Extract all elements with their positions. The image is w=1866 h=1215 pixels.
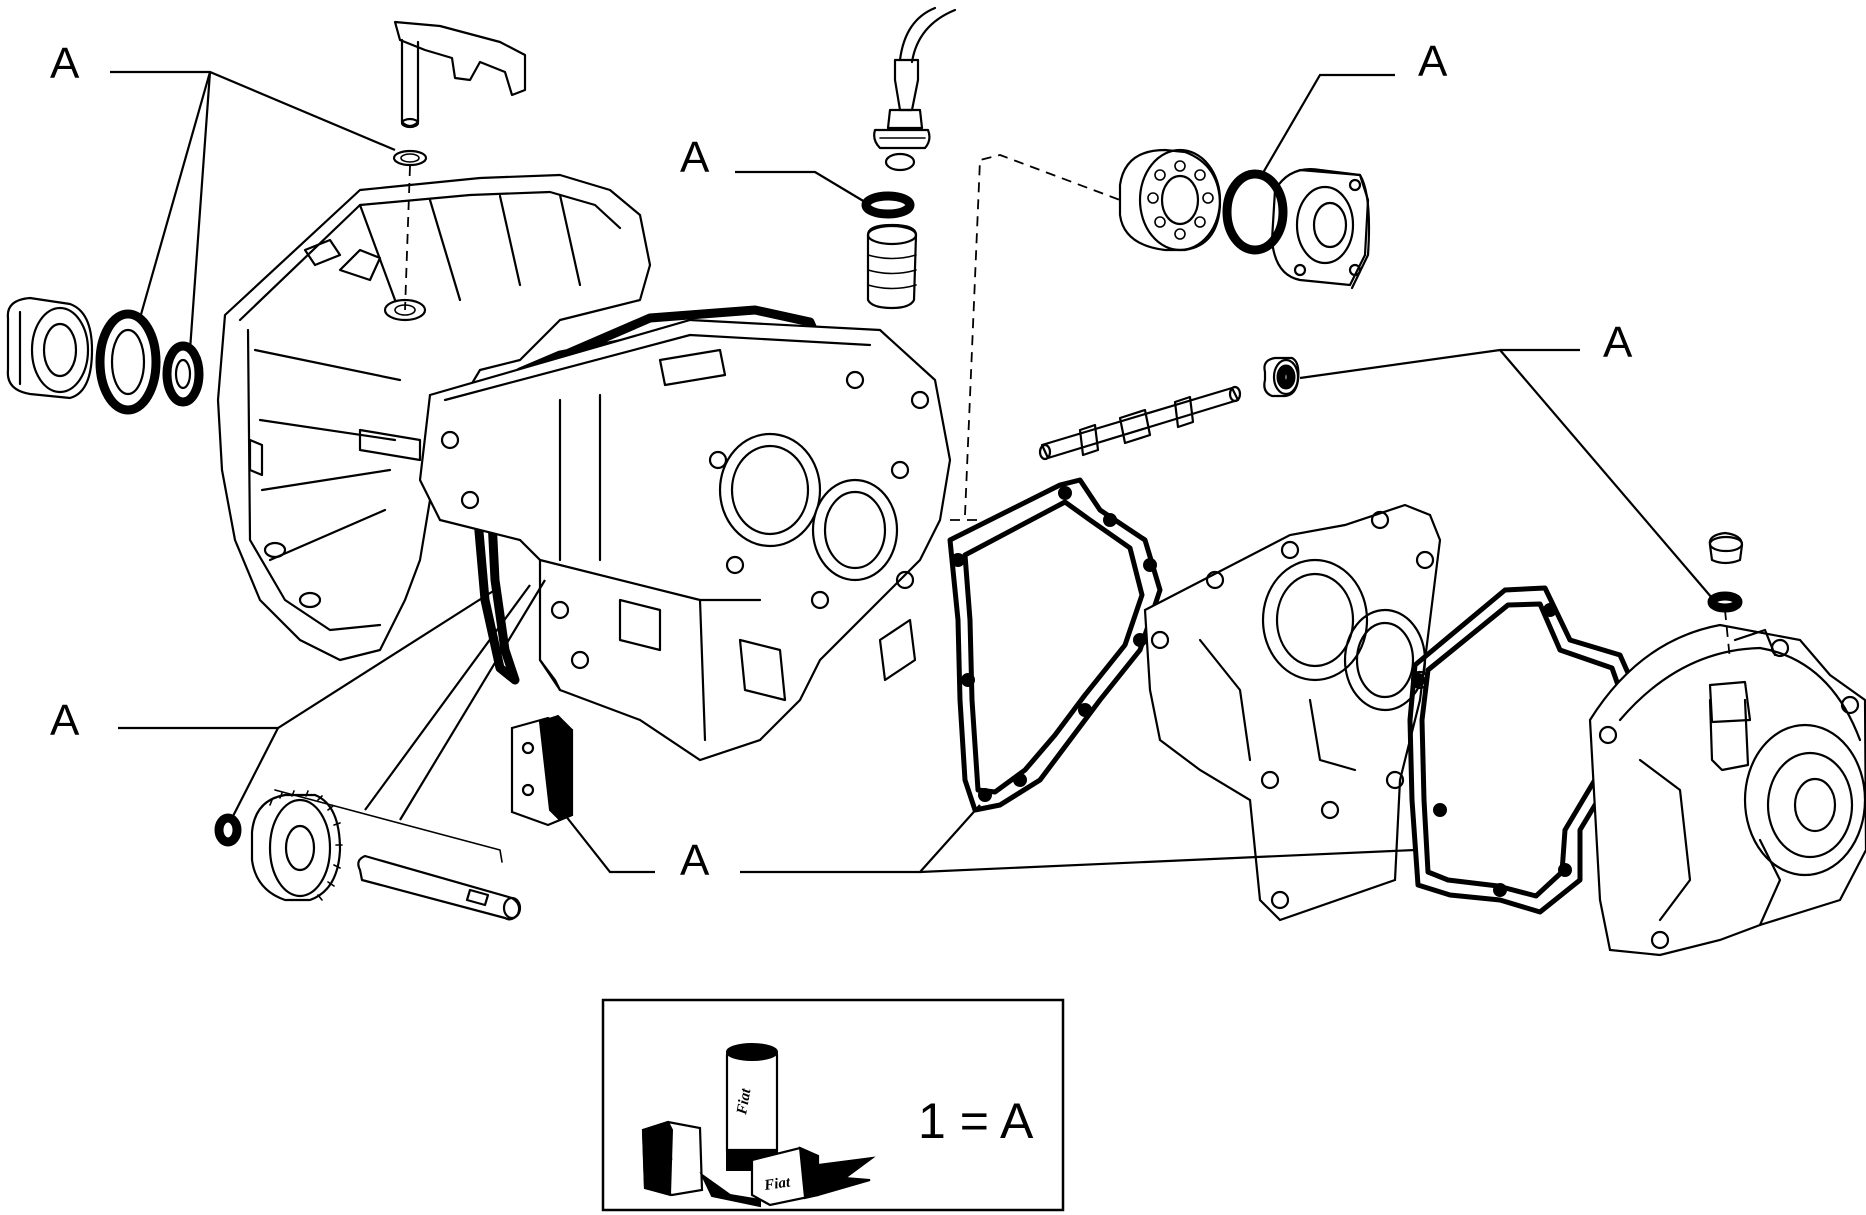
intermediate-gasket [947,477,1163,813]
breather-plug [1707,531,1744,661]
interlock-plate [510,714,574,827]
speedometer-cable [873,6,957,172]
speedometer-driven-sleeve [866,223,918,310]
clutch-release-sleeve [6,296,94,400]
leader-right [1299,348,1580,380]
leader-left-2 [229,727,279,823]
rod-seal [1263,356,1300,398]
leader-bottom [564,814,655,874]
legend-box: Fiat Fiat Fiat 1 = A [601,998,1065,1212]
sealant-product-icon: Fiat Fiat Fiat [641,1043,876,1208]
oil-seal-large [95,309,161,415]
leader-left-3 [364,584,531,811]
leader-top-left-3 [188,71,212,351]
intermediate-plate [1143,503,1442,922]
callout-label-left: A [50,696,80,745]
ball-bearing [1118,148,1222,252]
selector-rod [1038,385,1242,461]
callout-label-top-right: A [1418,37,1448,86]
leader-top-left-2 [138,71,212,319]
leader-left-4 [399,579,546,821]
snap-ring [1222,169,1288,255]
clutch-housing [216,173,652,662]
sealant-brand-box-right: Fiat [762,1174,792,1194]
legend-equation: 1 = A [918,1093,1034,1149]
reverse-idler-gear [214,790,343,902]
callout-label-top-center: A [680,133,710,182]
leader-top-left-1 [110,70,396,152]
bearing-locator-line [964,154,1121,516]
rear-cover [1588,623,1866,957]
leader-top-right [1259,73,1395,179]
callout-label-bottom: A [680,836,710,885]
gearbox-case [418,318,952,762]
reverse-guide-line [274,789,503,863]
rear-cover-gasket [1407,585,1643,915]
sealant-brand-box-left: Fiat [656,1155,677,1185]
leader-bottom-2 [740,804,981,874]
sealant-brand-tube: Fiat [734,1087,755,1117]
bearing-retainer-cover [1270,168,1371,290]
callout-label-right: A [1603,318,1633,367]
oil-seal-small [162,341,204,407]
leader-top-center [735,170,871,206]
leader-bottom-3 [919,848,1416,874]
leader-right-2 [1499,349,1713,599]
selector-fork [392,20,527,311]
reverse-shaft [357,854,522,921]
callout-label-top-left: A [50,39,80,88]
speedometer-o-ring [861,191,915,219]
